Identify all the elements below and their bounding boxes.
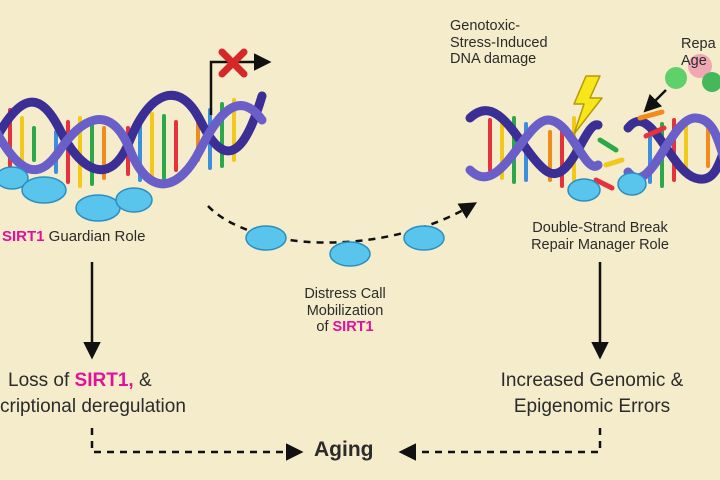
genomic-errors-label: Increased Genomic & Epigenomic Errors — [500, 370, 684, 417]
block-x-icon — [209, 48, 272, 115]
dna-helix-icon — [465, 106, 720, 191]
repair-manager-role-label: Double-Strand Break Repair Manager Role — [531, 220, 669, 253]
dna-helix-icon — [0, 90, 267, 189]
repair-agent-label: Repa Age — [681, 36, 716, 69]
sirt1-protein-icon — [245, 225, 445, 267]
sirt1-protein-icon — [0, 166, 153, 222]
repair-agent-icon — [643, 54, 720, 113]
sirt1-protein-icon — [567, 172, 647, 202]
distress-call-label: Distress Call Mobilization of SIRT1 — [304, 286, 386, 336]
aging-label: Aging — [314, 438, 374, 461]
damage-label: Genotoxic- Stress-Induced DNA damage — [450, 18, 548, 68]
loss-of-sirt1-label: Loss of SIRT1, & criptional deregulation — [0, 370, 186, 417]
arrow-right-to-aging — [398, 428, 602, 461]
mobilization-arrow — [207, 202, 478, 244]
guardian-role-label: SIRT1 Guardian Role — [2, 228, 146, 245]
arrow-left-to-aging — [90, 428, 304, 461]
lightning-bolt-icon — [573, 75, 603, 135]
